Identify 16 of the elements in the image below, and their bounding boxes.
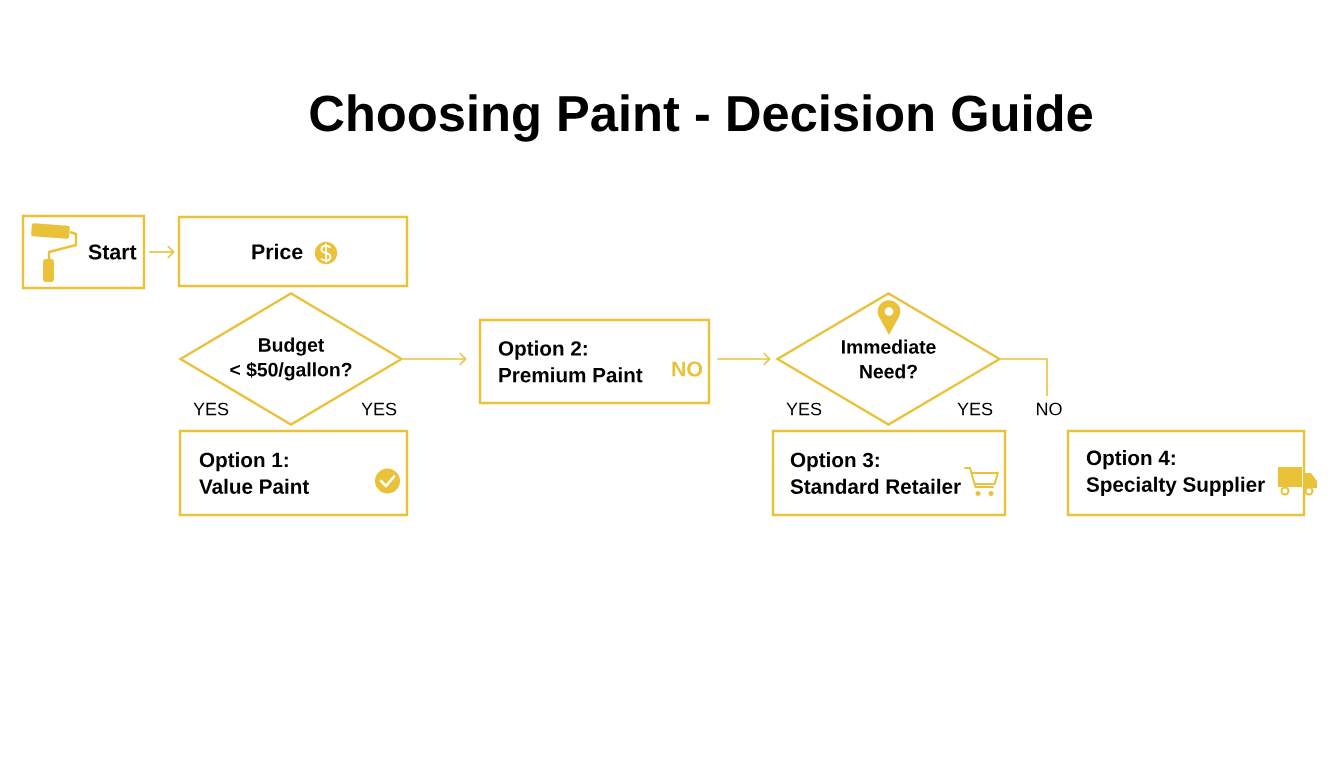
connector-line — [1000, 358, 1048, 397]
option-box: Option 4: Specialty Supplier — [1066, 429, 1306, 517]
branch-label: NO — [672, 361, 703, 377]
arrow — [148, 245, 175, 259]
option-box: Option 3: Standard Retailer — [771, 429, 1007, 517]
branch-label: YES — [786, 402, 822, 416]
branch-label: YES — [957, 402, 993, 416]
title: Choosing Paint - Decision Guide — [310, 94, 1093, 142]
branch-label: YES — [193, 402, 229, 416]
arrow — [402, 352, 467, 366]
option-box: Option 1: Value Paint — [178, 429, 409, 517]
process-box: Price — [177, 215, 409, 288]
edge-label: NO — [1033, 400, 1065, 418]
start-box: Start — [21, 214, 146, 290]
branch-label: YES — [361, 402, 397, 416]
arrow — [716, 352, 771, 366]
